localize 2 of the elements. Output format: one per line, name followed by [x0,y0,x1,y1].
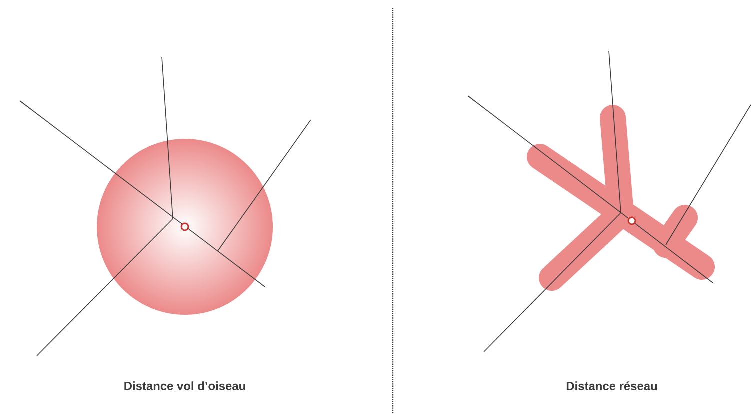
caption: Distance réseau [566,382,658,390]
caption: Distance vol d’oiseau [124,382,246,390]
